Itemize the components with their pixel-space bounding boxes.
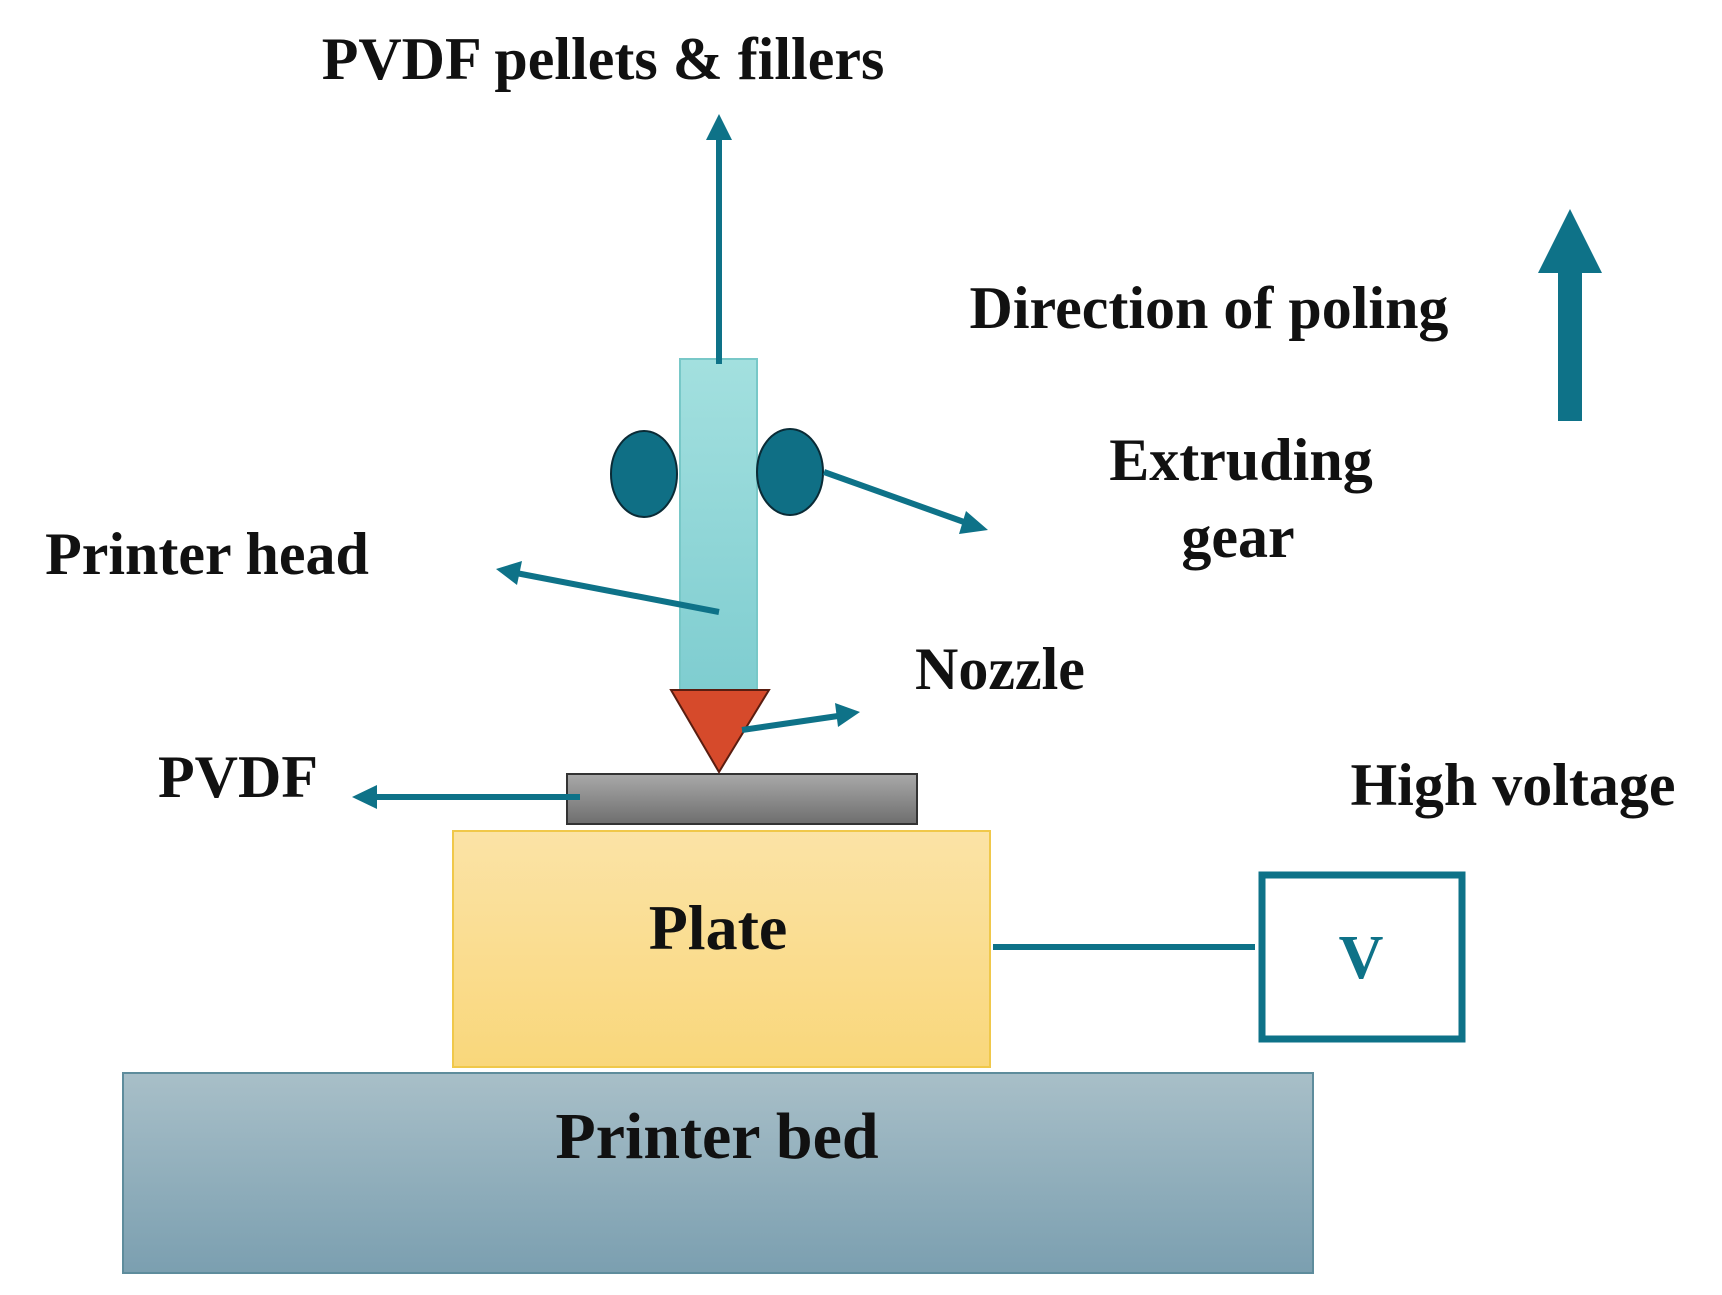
extruding-gear-label-line2: gear bbox=[1181, 504, 1294, 570]
pvdf-film bbox=[566, 773, 918, 825]
extruding-gear-left bbox=[610, 430, 678, 518]
pvdf-label: PVDF bbox=[158, 744, 318, 810]
pvdf-arrow bbox=[352, 785, 580, 809]
printer-bed-label: Printer bed bbox=[555, 1100, 878, 1173]
printer-head bbox=[679, 358, 758, 691]
poling-label: Direction of poling bbox=[970, 275, 1449, 341]
plate-label: Plate bbox=[649, 892, 788, 963]
extruding-gear-label-line1: Extruding bbox=[1109, 427, 1372, 493]
printer-head-label: Printer head bbox=[45, 521, 369, 587]
extruding-gear-right bbox=[756, 428, 824, 516]
voltage-symbol: V bbox=[1339, 924, 1384, 992]
pellets-arrow bbox=[706, 114, 732, 364]
printer-head-arrow bbox=[496, 561, 720, 615]
poling-direction-arrow bbox=[1538, 209, 1602, 421]
plate bbox=[452, 830, 991, 1068]
high-voltage-label: High voltage bbox=[1351, 752, 1676, 818]
nozzle-label: Nozzle bbox=[915, 636, 1085, 702]
extruding-gear-arrow bbox=[822, 469, 988, 534]
printer-bed bbox=[122, 1072, 1314, 1274]
voltage-source-box bbox=[1258, 871, 1466, 1043]
nozzle-arrow bbox=[741, 703, 860, 733]
pellets-label: PVDF pellets & fillers bbox=[322, 26, 885, 92]
